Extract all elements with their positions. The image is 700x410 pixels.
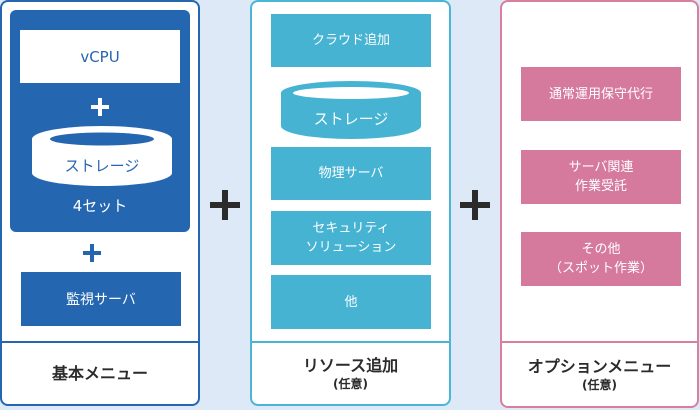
resource-menu-column: クラウド追加 ストレージ 物理サーバ セキュリティ ソリューション 他 リソース… — [250, 0, 451, 406]
resource-item-security: セキュリティ ソリューション — [271, 211, 431, 265]
divider — [2, 341, 198, 343]
plus-icon — [83, 244, 101, 262]
option-item-server-work: サーバ関連 作業受託 — [521, 150, 681, 204]
resource-item-label: 物理サーバ — [318, 166, 384, 181]
divider — [502, 341, 697, 343]
resource-item-label: ストレージ — [313, 110, 389, 128]
option-item-other: その他 （スポット作業） — [521, 232, 681, 286]
resource-item-label: ソリューション — [305, 240, 397, 255]
vcpu-box: vCPU — [20, 30, 180, 83]
option-menu-column: 通常運用保守代行 サーバ関連 作業受託 その他 （スポット作業） オプションメニ… — [500, 0, 699, 408]
plus-icon — [91, 98, 109, 116]
resource-item-label: クラウド追加 — [311, 33, 390, 48]
resource-item-other: 他 — [271, 275, 431, 329]
option-item-maintenance: 通常運用保守代行 — [521, 67, 681, 121]
resource-menu-subtitle: (任意) — [333, 376, 368, 391]
plus-icon — [210, 190, 240, 220]
resource-item-label: セキュリティ — [312, 221, 390, 236]
basic-menu-footer: 基本メニュー — [2, 343, 198, 404]
resource-menu-footer: リソース追加 (任意) — [252, 343, 449, 404]
resource-item-cloud: クラウド追加 — [271, 14, 431, 67]
resource-item-label: 他 — [344, 294, 358, 310]
monitor-server-label: 監視サーバ — [66, 292, 136, 308]
cylinder-icon — [32, 126, 172, 186]
basic-menu-column: vCPU ストレージ 4セット 監視サーバ 基本メニュー — [0, 0, 200, 406]
resource-menu-title: リソース追加 — [302, 355, 399, 375]
option-menu-subtitle: (任意) — [582, 377, 617, 392]
option-item-label: 通常運用保守代行 — [548, 86, 653, 102]
divider — [252, 341, 449, 343]
vcpu-label: vCPU — [80, 47, 120, 66]
plus-icon — [460, 190, 490, 220]
option-item-label: 作業受託 — [574, 179, 627, 194]
option-item-label: （スポット作業） — [548, 261, 653, 276]
storage-label: ストレージ — [64, 157, 140, 175]
monitor-server-box: 監視サーバ — [21, 272, 181, 326]
storage-cylinder: ストレージ — [32, 125, 172, 187]
option-item-label: サーバ関連 — [568, 160, 634, 175]
option-menu-title: オプションメニュー — [527, 356, 672, 376]
basic-menu-title: 基本メニュー — [51, 363, 148, 383]
basic-bundle-panel: vCPU ストレージ 4セット — [10, 10, 190, 232]
resource-storage-cylinder: ストレージ — [281, 80, 421, 140]
quantity-label: 4セット — [72, 197, 128, 215]
option-item-label: その他 — [581, 242, 621, 257]
cylinder-icon — [281, 81, 421, 139]
option-menu-footer: オプションメニュー (任意) — [502, 343, 697, 406]
resource-item-physical-server: 物理サーバ — [271, 147, 431, 200]
